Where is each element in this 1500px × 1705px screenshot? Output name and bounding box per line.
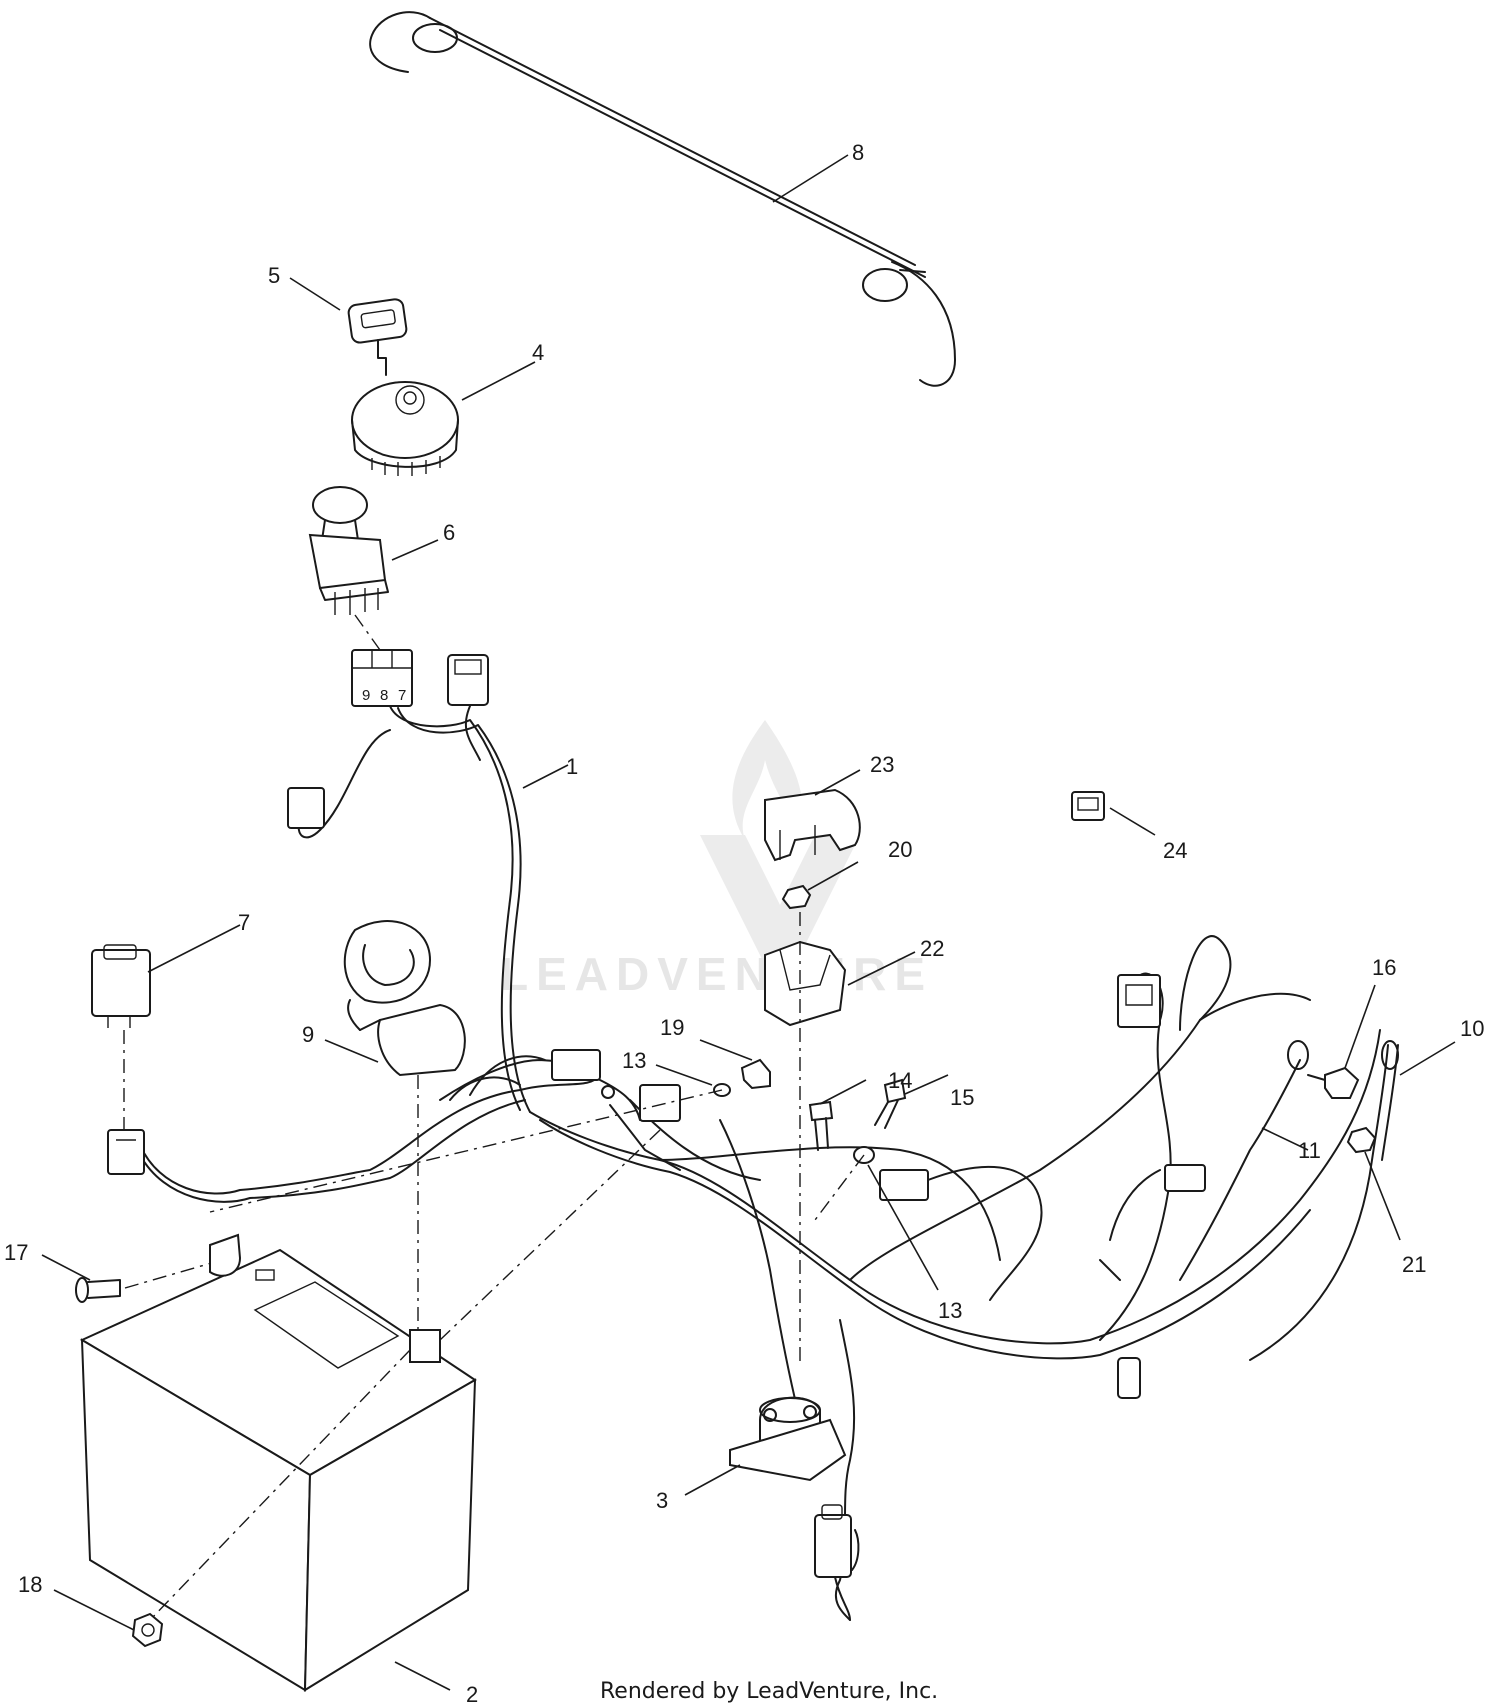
callout-10: 10 xyxy=(1460,1016,1484,1041)
callout-7: 7 xyxy=(238,910,250,935)
footer-credit: Rendered by LeadVenture, Inc. xyxy=(600,1679,938,1704)
callout-18: 18 xyxy=(18,1572,42,1597)
battery xyxy=(79,1233,477,1692)
callout-21: 21 xyxy=(1402,1252,1426,1277)
ignition-key xyxy=(347,298,408,376)
leader-lines xyxy=(41,154,1456,1691)
callout-24: 24 xyxy=(1163,838,1187,863)
callout-22: 22 xyxy=(920,936,944,961)
alignment-line-battery-solenoid xyxy=(439,1129,661,1341)
callout-5: 5 xyxy=(268,263,280,288)
bolt-15 xyxy=(874,1078,907,1129)
solenoid-boot xyxy=(764,940,847,1027)
callout-23: 23 xyxy=(870,752,894,777)
battery-bolt xyxy=(75,1277,121,1303)
nut-20 xyxy=(781,884,812,910)
watermark-flame-icon xyxy=(732,720,803,850)
callout-16: 16 xyxy=(1372,955,1396,980)
fuse xyxy=(1071,791,1105,821)
alignment-line-battery-18 xyxy=(149,1349,411,1621)
alignment-line-pto xyxy=(354,614,381,651)
hardware-19 xyxy=(740,1058,771,1090)
pto-switch xyxy=(308,486,389,615)
watermark: LEADVENTURE xyxy=(500,720,933,1000)
callout-11: 11 xyxy=(1298,1138,1321,1163)
watermark-text: LEADVENTURE xyxy=(500,948,933,1000)
callout-9: 9 xyxy=(302,1022,314,1047)
nut-21 xyxy=(1346,1126,1377,1154)
starter-solenoid xyxy=(729,1396,847,1482)
callout-19: 19 xyxy=(660,1015,684,1040)
callout-13-left: 13 xyxy=(622,1048,646,1073)
terminal-boot xyxy=(343,920,466,1077)
bolt-16 xyxy=(1307,1066,1360,1099)
bolt-14 xyxy=(808,1100,834,1151)
battery-cable xyxy=(1249,1040,1399,1361)
callout-15: 15 xyxy=(950,1085,974,1110)
callout-3: 3 xyxy=(656,1488,668,1513)
battery-nut xyxy=(131,1612,164,1648)
ground-cable xyxy=(1179,1040,1309,1281)
interlock-switch xyxy=(814,1504,860,1621)
terminal-9: 9 xyxy=(362,687,370,704)
seat-switch xyxy=(91,944,151,1175)
alignment-line-13-right xyxy=(814,1154,865,1221)
callout-labels: 8 5 4 6 1 23 24 20 7 22 16 10 9 19 13 14… xyxy=(4,140,1484,1705)
pto-connector: 9 8 7 xyxy=(351,649,413,707)
watermark-v-icon xyxy=(700,835,860,975)
callout-14: 14 xyxy=(888,1068,912,1093)
alignment-line-17 xyxy=(124,1261,216,1289)
alignment-line-13-19 xyxy=(209,1089,723,1213)
terminal-7: 7 xyxy=(398,687,406,704)
harness-plug xyxy=(447,654,489,706)
callout-17: 17 xyxy=(4,1240,28,1265)
terminal-8: 8 xyxy=(380,687,388,704)
callout-4: 4 xyxy=(532,340,544,365)
solenoid-cover xyxy=(764,788,861,862)
callout-13-right: 13 xyxy=(938,1298,962,1323)
callout-2: 2 xyxy=(466,1682,478,1705)
ignition-switch xyxy=(351,381,459,476)
callout-6: 6 xyxy=(443,520,455,545)
wiring-harness xyxy=(139,705,1381,1621)
hold-down-rod xyxy=(369,11,956,387)
callout-8: 8 xyxy=(852,140,864,165)
callout-1: 1 xyxy=(566,754,578,779)
callout-20: 20 xyxy=(888,837,912,862)
